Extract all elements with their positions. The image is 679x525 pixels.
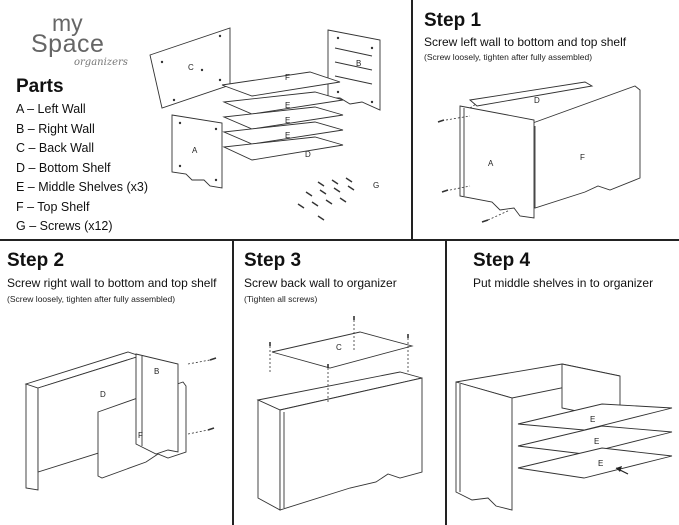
- brand-logo: my Space organizers: [28, 10, 128, 68]
- label-c: C: [188, 63, 194, 72]
- parts-item: E – Middle Shelves (x3): [16, 180, 149, 194]
- label-d: D: [100, 390, 106, 399]
- label-d: D: [305, 150, 311, 159]
- step-1-desc: Screw left wall to bottom and top shelf: [424, 35, 627, 49]
- label-a: A: [192, 146, 198, 155]
- part-bottom-shelf: [222, 136, 344, 161]
- label-c: C: [336, 343, 342, 352]
- divider-vertical-bottom-2: [445, 240, 447, 525]
- part-screws: [297, 177, 355, 221]
- label-f: F: [285, 73, 290, 82]
- step-1-title: Step 1: [424, 10, 482, 31]
- arrow-head-icon: [616, 466, 622, 472]
- label-e: E: [594, 437, 599, 446]
- step-3-note: (Tighten all screws): [244, 294, 318, 304]
- label-a: A: [488, 159, 494, 168]
- step-2-diagram: D B F: [24, 351, 217, 491]
- label-b: B: [154, 367, 159, 376]
- parts-diagram: C B F E E E D A G: [149, 27, 381, 221]
- part-left-wall: [171, 114, 223, 189]
- label-e: E: [285, 131, 290, 140]
- step-1-diagram: D F A: [437, 81, 641, 223]
- label-f: F: [580, 153, 585, 162]
- step-3-diagram: C: [256, 316, 423, 511]
- label-e: E: [598, 459, 603, 468]
- part-top-shelf: [221, 71, 341, 97]
- label-d: D: [534, 96, 540, 105]
- step-3-title: Step 3: [244, 250, 302, 271]
- parts-item: B – Right Wall: [16, 121, 95, 136]
- part-middle-shelf: [222, 106, 344, 130]
- step-3-desc: Screw back wall to organizer: [244, 276, 397, 290]
- label-e: E: [590, 415, 595, 424]
- divider-vertical-bottom-1: [232, 240, 234, 525]
- parts-list: A – Left Wall B – Right Wall C – Back Wa…: [16, 100, 148, 237]
- label-f: F: [138, 431, 143, 440]
- label-e: E: [285, 116, 290, 125]
- step-2-note: (Screw loosely, tighten after fully asse…: [7, 294, 176, 304]
- label-b: B: [356, 59, 361, 68]
- divider-vertical-top: [411, 0, 413, 240]
- step-2-desc: Screw right wall to bottom and top shelf: [7, 276, 217, 290]
- parts-item: F – Top Shelf: [16, 199, 90, 214]
- parts-item: D – Bottom Shelf: [16, 160, 111, 175]
- step-2-title: Step 2: [7, 250, 65, 271]
- parts-item: C – Back Wall: [16, 141, 95, 155]
- brand-line-1: my: [52, 10, 83, 36]
- brand-line-3: organizers: [74, 57, 128, 68]
- parts-title: Parts: [16, 76, 64, 97]
- brand-line-2: Space: [31, 30, 105, 58]
- divider-horizontal: [0, 239, 679, 241]
- part-middle-shelf: [222, 91, 344, 115]
- step-4-diagram: E E E: [455, 363, 673, 511]
- label-g: G: [373, 181, 379, 190]
- step-1-note: (Screw loosely, tighten after fully asse…: [424, 52, 593, 62]
- step-4-title: Step 4: [473, 250, 531, 271]
- part-middle-shelf: [222, 121, 344, 145]
- parts-item: A – Left Wall: [16, 102, 86, 116]
- label-e: E: [285, 101, 290, 110]
- parts-item: G – Screws (x12): [16, 219, 113, 233]
- step-4-desc: Put middle shelves in to organizer: [473, 276, 654, 290]
